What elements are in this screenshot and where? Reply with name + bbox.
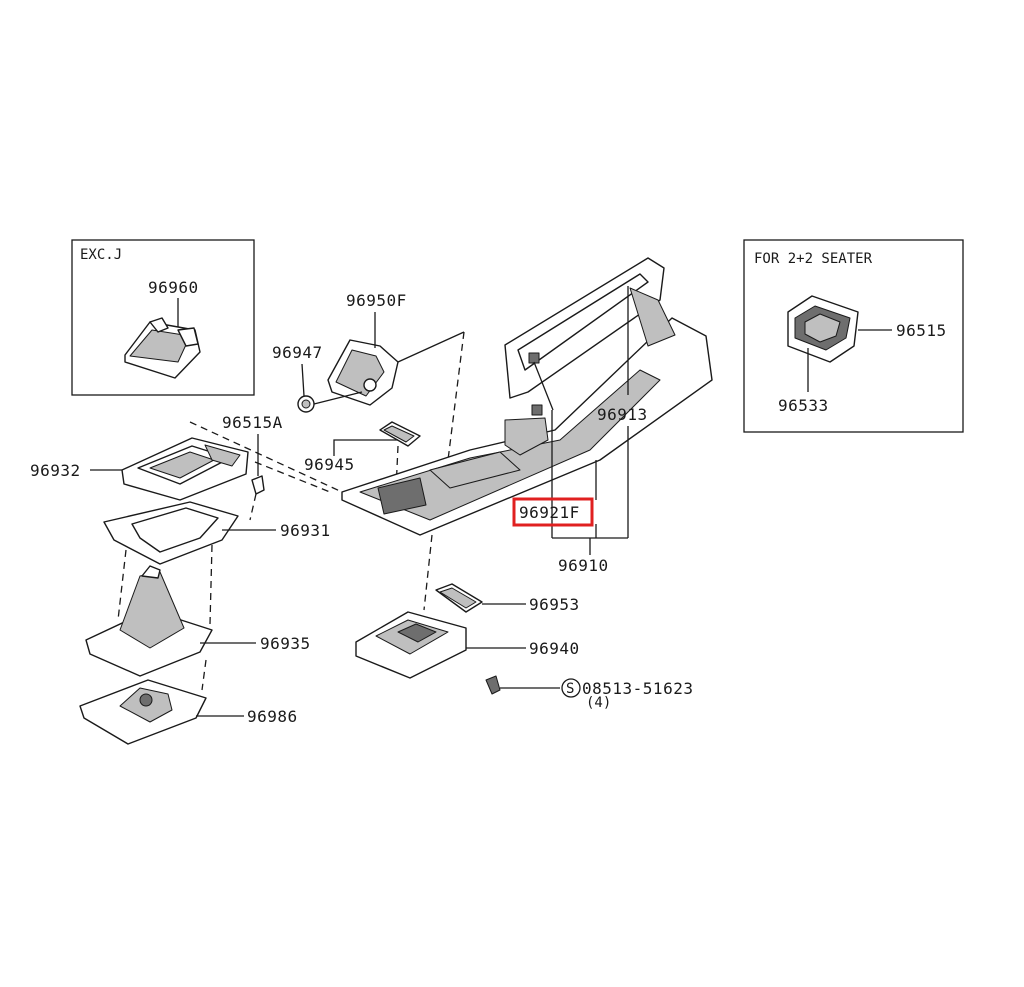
screw-standard-symbol: S [561,678,581,698]
part-96947-clip [297,395,315,413]
part-96940-shift-cover [355,611,467,679]
part-96931-plate [103,501,239,565]
inset-seater-title: FOR 2+2 SEATER [754,251,873,267]
highlight-96921F [512,497,594,527]
part-96935-boot [85,565,213,677]
svg-text:S: S [566,681,574,697]
label-96533: 96533 [778,396,829,415]
label-96986: 96986 [247,707,298,726]
part-96932-bezel [121,437,249,501]
label-96913: 96913 [597,405,648,424]
label-96910: 96910 [558,556,609,575]
screw-icon [485,675,501,695]
label-96932: 96932 [30,461,81,480]
label-96940: 96940 [529,639,580,658]
label-screw: 08513-51623 [582,679,693,698]
part-96950F-bracket [327,339,399,406]
part-96515A-clip [251,475,265,495]
inset-exc-j-frame [71,239,255,396]
label-96935: 96935 [260,634,311,653]
label-96921F[interactable]: 96921F [519,503,580,522]
part-96960-bracket [124,317,201,379]
inset-exc-j-title: EXC.J [80,247,122,263]
label-96931: 96931 [280,521,331,540]
part-96986-plate [79,679,207,745]
part-96945-knob [379,421,421,447]
label-screw-qty: (4) [586,695,611,711]
part-96910-console [341,257,713,536]
inset-seater: FOR 2+2 SEATER 96515 96533 [743,239,964,433]
label-96953: 96953 [529,595,580,614]
label-96960: 96960 [148,278,199,297]
label-96947: 96947 [272,343,323,362]
part-96515-switch [787,295,859,363]
part-96953-cover [435,583,483,613]
label-96515: 96515 [896,321,947,340]
inset-seater-frame [743,239,964,433]
label-96945: 96945 [304,455,355,474]
label-96950F: 96950F [346,291,407,310]
inset-exc-j: EXC.J 96960 [71,239,255,396]
label-96515A: 96515A [222,413,283,432]
